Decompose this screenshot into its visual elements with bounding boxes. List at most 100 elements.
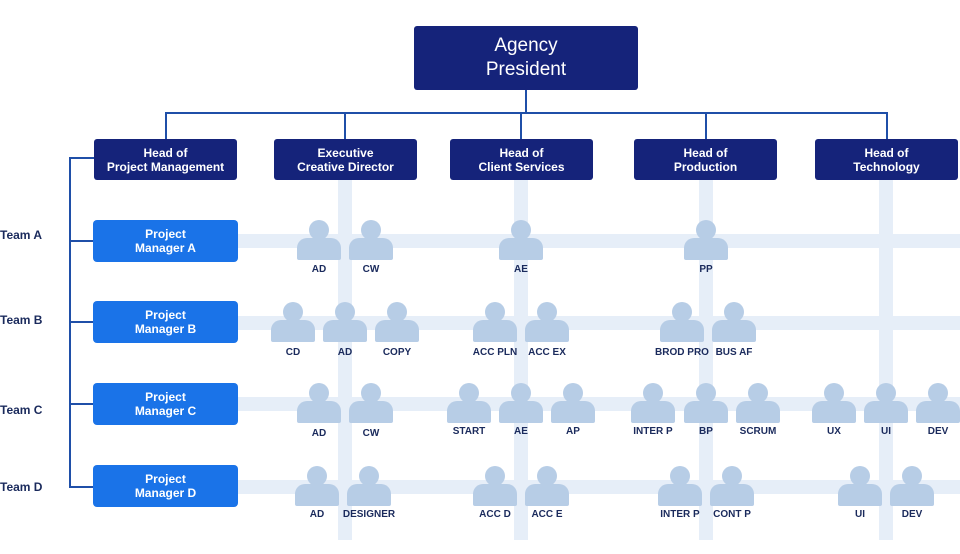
person-icon	[660, 302, 704, 342]
head-label-line-1: Head of	[683, 145, 728, 160]
position-label: CW	[362, 264, 380, 275]
column-band-production	[699, 180, 713, 540]
person-icon	[864, 383, 908, 423]
person-icon	[916, 383, 960, 423]
person-icon	[658, 466, 702, 506]
position-label: CD	[285, 347, 301, 358]
pm-label-line-2: Manager C	[134, 404, 197, 418]
pm-label-line-2: Manager D	[134, 486, 197, 500]
position-label: UI	[855, 509, 865, 520]
row-band-team-a	[238, 234, 960, 248]
person-icon	[631, 383, 675, 423]
position-label: BP	[699, 426, 713, 437]
person-icon	[499, 383, 543, 423]
person-icon	[271, 302, 315, 342]
connector-heads-horizontal	[165, 112, 888, 114]
position-label: AP	[566, 426, 580, 437]
position-label: BUS AF	[715, 347, 753, 358]
position-label: SCRUM	[739, 426, 777, 437]
person-icon	[323, 302, 367, 342]
person-icon	[812, 383, 856, 423]
team-c-label: Team C	[0, 403, 43, 417]
connector-team-c	[69, 403, 93, 405]
position-label: DEV	[927, 426, 949, 437]
column-band-creative	[338, 180, 352, 540]
head-label-line-1: Head of	[143, 145, 188, 160]
head-label-line-2: Technology	[853, 159, 920, 174]
person-icon	[499, 220, 543, 260]
position-label: INTER P	[660, 509, 700, 520]
pm-label-line-1: Project	[145, 390, 186, 404]
person-icon	[347, 466, 391, 506]
column-band-technology	[879, 180, 893, 540]
president-title-line-1: Agency	[494, 35, 558, 56]
position-label: UI	[881, 426, 891, 437]
person-icon	[349, 383, 393, 423]
team-d-label: Team D	[0, 480, 43, 494]
connector-head-1	[165, 112, 167, 139]
person-icon	[710, 466, 754, 506]
head-label-line-2: Creative Director	[297, 159, 394, 174]
position-label: ACC E	[531, 509, 563, 520]
position-label: AD	[311, 264, 327, 275]
position-label: AD	[311, 428, 327, 439]
team-a-label: Team A	[0, 228, 43, 242]
position-label: CONT P	[713, 509, 751, 520]
head-label-line-2: Production	[673, 159, 738, 174]
column-band-client	[514, 180, 528, 540]
person-icon	[838, 466, 882, 506]
position-label: START	[452, 426, 486, 437]
person-icon	[525, 466, 569, 506]
position-label: ACC PLN	[472, 347, 518, 358]
person-icon	[736, 383, 780, 423]
row-band-team-d	[238, 480, 960, 494]
head-label-line-2: Client Services	[478, 159, 565, 174]
person-icon	[890, 466, 934, 506]
head-label-line-1: Head of	[864, 145, 909, 160]
person-icon	[684, 220, 728, 260]
position-label: AE	[514, 426, 528, 437]
connector-head-4	[705, 112, 707, 139]
connector-head-3	[520, 112, 522, 139]
position-label: AD	[337, 347, 353, 358]
person-icon	[473, 466, 517, 506]
position-label: BROD PRO	[655, 347, 709, 358]
position-label: PP	[699, 264, 713, 275]
person-icon	[684, 383, 728, 423]
position-label: COPY	[382, 347, 412, 358]
pm-label-line-2: Manager B	[134, 322, 197, 336]
person-icon	[295, 466, 339, 506]
person-icon	[473, 302, 517, 342]
position-label: INTER P	[633, 426, 673, 437]
connector-pm-stub	[69, 157, 95, 159]
position-label: DEV	[901, 509, 923, 520]
agency-president-box: Agency President	[414, 26, 638, 90]
person-icon	[551, 383, 595, 423]
connector-head-2	[344, 112, 346, 139]
position-label: AE	[514, 264, 528, 275]
position-label: CW	[362, 428, 380, 439]
position-label: AD	[309, 509, 325, 520]
person-icon	[297, 220, 341, 260]
person-icon	[447, 383, 491, 423]
person-icon	[712, 302, 756, 342]
person-icon	[297, 383, 341, 423]
team-b-label: Team B	[0, 313, 43, 327]
position-label: DESIGNER	[342, 509, 396, 520]
connector-head-5	[886, 112, 888, 139]
head-label-line-1: Executive	[317, 145, 374, 160]
person-icon	[349, 220, 393, 260]
connector-team-b	[69, 321, 93, 323]
position-label: ACC EX	[528, 347, 566, 358]
person-icon	[375, 302, 419, 342]
pm-label-line-1: Project	[145, 227, 186, 241]
president-title-line-2: President	[485, 59, 567, 80]
pm-label-line-1: Project	[145, 308, 186, 322]
